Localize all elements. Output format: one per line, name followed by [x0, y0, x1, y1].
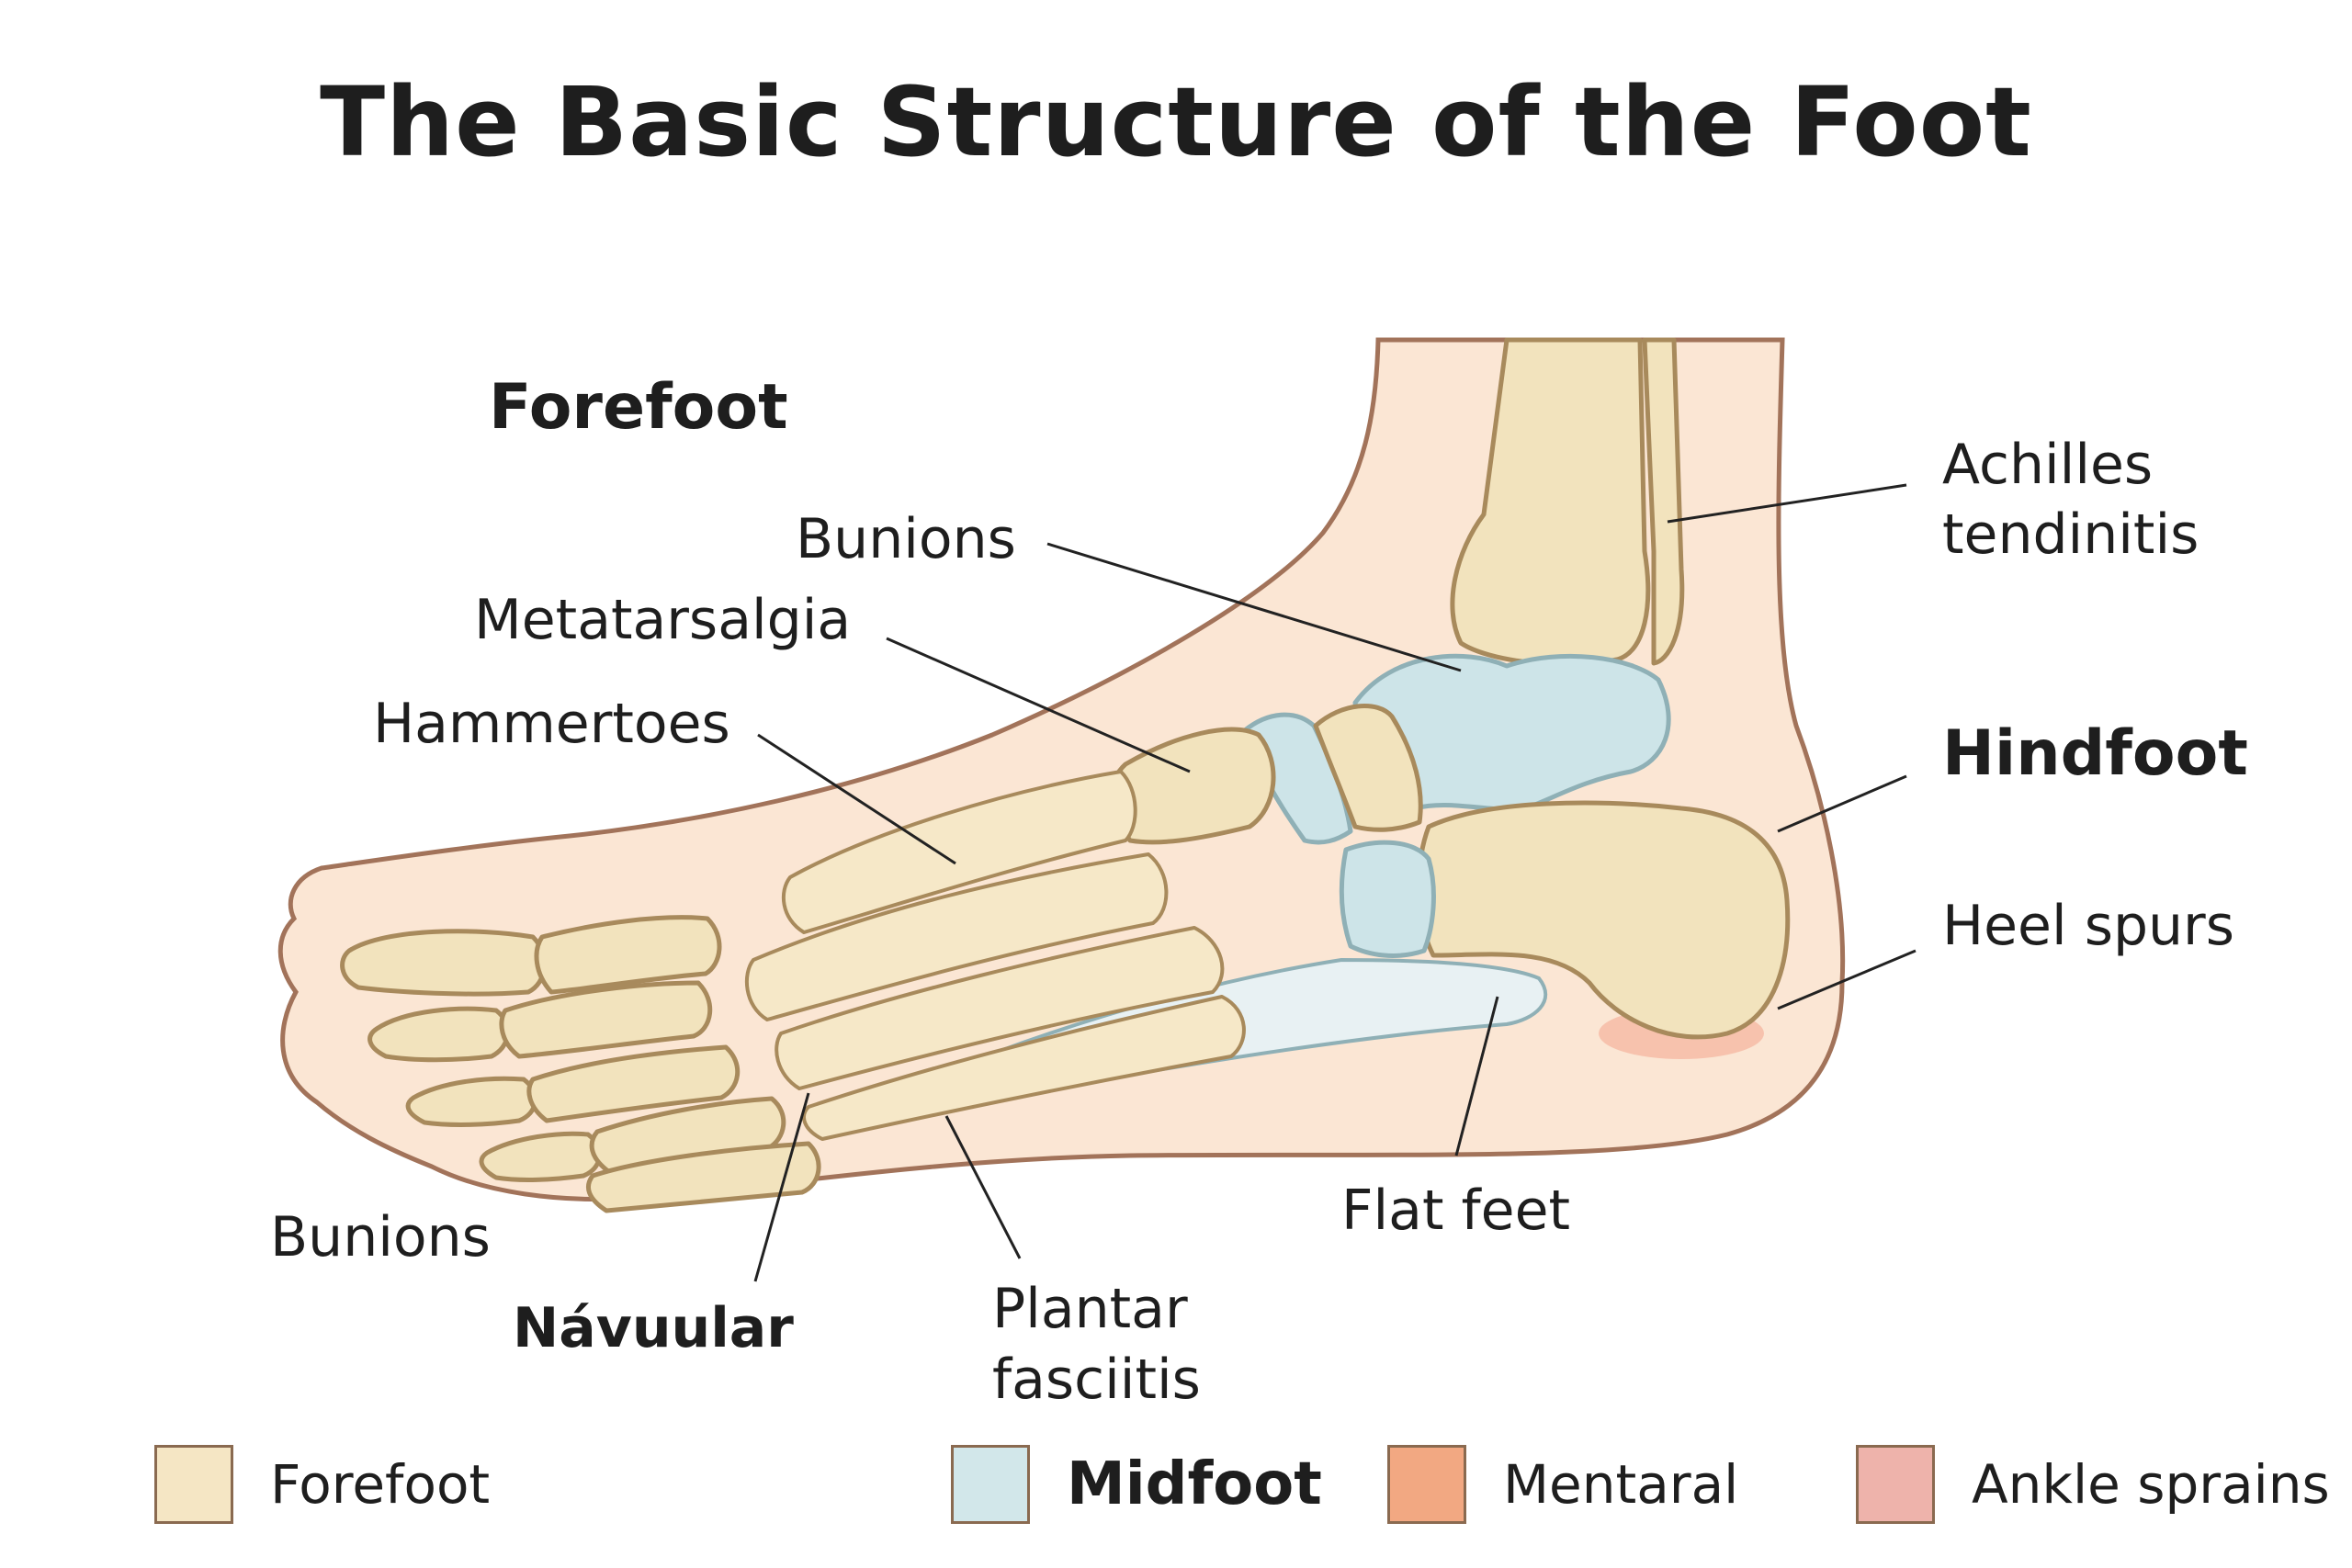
leader-bunions-top [1046, 542, 1462, 672]
leader-navuular [753, 1092, 810, 1282]
label-navuular: Návuular [513, 1296, 794, 1360]
leader-hammertoes [757, 733, 956, 865]
metatarsal-2 [744, 852, 1169, 1021]
legend-swatch-mentaral [1387, 1445, 1466, 1524]
legend-label-mentaral: Mentaral [1503, 1453, 1739, 1516]
legend-label-forefoot: Forefoot [270, 1453, 491, 1516]
leader-hindfoot [1777, 774, 1907, 833]
label-heel-spurs: Heel spurs [1942, 894, 2234, 958]
metatarsal-4 [802, 995, 1246, 1141]
label-achilles-line1: Achilles [1942, 433, 2153, 497]
label-plantar-line2: fasciitis [992, 1348, 1201, 1412]
legend-swatch-midfoot [951, 1445, 1030, 1524]
legend-item-midfoot: Midfoot [951, 1440, 1322, 1529]
fibula-bone [1642, 337, 1685, 666]
cuboid-bone [1339, 840, 1436, 958]
toe-bones [340, 915, 821, 1213]
legend-item-mentaral: Mentaral [1387, 1440, 1738, 1529]
legend-item-forefoot: Forefoot [154, 1440, 490, 1529]
metatarsal-1b [782, 770, 1137, 934]
leader-heel-spurs [1777, 949, 1917, 1010]
label-flat-feet: Flat feet [1341, 1179, 1570, 1243]
leader-flat-feet [1454, 996, 1499, 1156]
diagram-title: The Basic Structure of the Foot [320, 66, 2032, 178]
legend-swatch-ankle-sprains [1856, 1445, 1935, 1524]
label-plantar-line1: Plantar [992, 1277, 1188, 1341]
cuneiform-bone [1313, 704, 1423, 832]
navicular-bone [1242, 712, 1353, 845]
metatarsal-3 [775, 926, 1225, 1090]
legend-label-midfoot: Midfoot [1067, 1450, 1322, 1518]
label-hindfoot: Hindfoot [1942, 717, 2248, 790]
legend-label-ankle-sprains: Ankle sprains [1972, 1453, 2330, 1516]
label-hammertoes: Hammertoes [373, 692, 730, 756]
leader-achilles [1667, 483, 1907, 524]
label-achilles-line2: tendinitis [1942, 502, 2199, 567]
label-forefoot-region: Forefoot [489, 371, 788, 444]
legend-swatch-forefoot [154, 1445, 233, 1524]
label-bunions-bottom: Bunions [270, 1205, 491, 1269]
leader-metatarsalgia [886, 637, 1191, 773]
leader-plantar [944, 1115, 1022, 1259]
legend-item-ankle-sprains: Ankle sprains [1856, 1440, 2330, 1529]
label-bunions-top: Bunions [796, 507, 1016, 571]
label-metatarsalgia: Metatarsalgia [474, 588, 851, 652]
calcaneus-bone [1416, 800, 1791, 1040]
